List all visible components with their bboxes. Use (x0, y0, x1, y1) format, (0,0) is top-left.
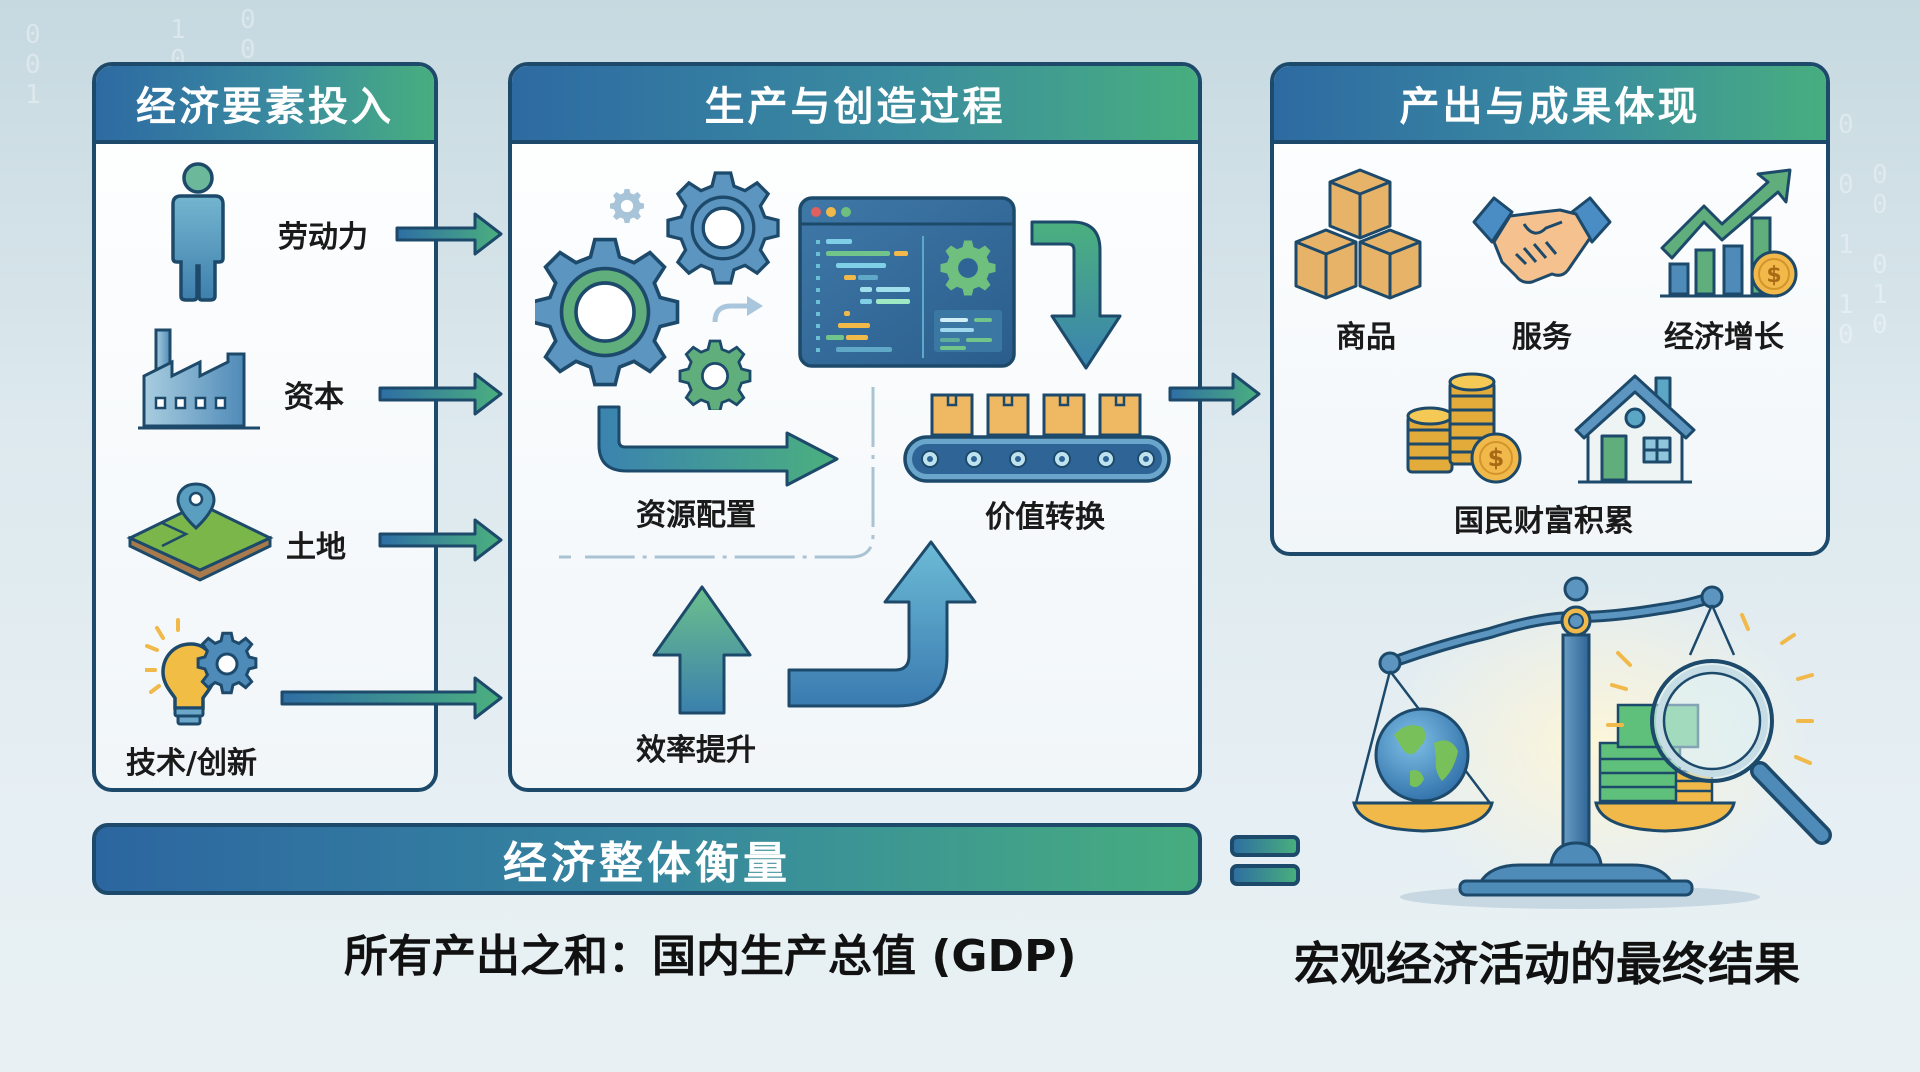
arrow-right-icon (395, 212, 503, 256)
land-map-pin-icon (126, 482, 274, 582)
arrow-right-icon (1168, 372, 1261, 416)
growth-chart-icon: $ (1660, 168, 1798, 298)
equals-sign-top (1230, 835, 1300, 857)
outputs-panel-title: 产出与成果体现 (1274, 66, 1826, 144)
economic-measure-bar: 经济整体衡量 (92, 823, 1202, 895)
boxes-icon (1294, 168, 1422, 300)
input-label-land: 土地 (286, 530, 346, 565)
arrow-right-icon (280, 676, 503, 720)
dashed-divider (559, 387, 875, 559)
input-label-capital: 资本 (284, 380, 344, 415)
input-label-labor: 劳动力 (278, 220, 368, 255)
conveyor-belt-icon (903, 393, 1171, 483)
inputs-panel-title: 经济要素投入 (96, 66, 434, 144)
output-label-economic-growth: 经济增长 (1664, 320, 1784, 355)
economic-measure-title: 经济整体衡量 (503, 838, 791, 889)
coin-stack-icon: $ (1406, 372, 1522, 484)
process-label-efficiency: 效率提升 (636, 733, 756, 768)
turn-down-arrow-icon (1030, 220, 1122, 370)
lightbulb-gear-icon (145, 618, 258, 726)
output-label-services: 服务 (1512, 320, 1572, 355)
person-icon (171, 162, 225, 302)
output-label-national-wealth: 国民财富积累 (1454, 504, 1634, 539)
gears-icon (535, 171, 780, 410)
process-label-value-conversion: 价值转换 (985, 500, 1105, 535)
house-icon (1574, 374, 1696, 484)
outputs-panel: 产出与成果体现 (1270, 62, 1830, 556)
resource-allocation-arrow-icon (597, 405, 839, 487)
arrow-right-icon (378, 372, 503, 416)
balance-scale-icon (1352, 576, 1832, 909)
curved-up-arrow-icon (787, 540, 977, 708)
up-arrow-icon (652, 585, 752, 715)
factory-icon (138, 328, 260, 430)
process-label-resource-allocation: 资源配置 (636, 498, 756, 533)
input-label-technology: 技术/创新 (126, 746, 257, 781)
output-label-goods: 商品 (1336, 320, 1396, 355)
equals-sign-bottom (1230, 864, 1300, 886)
process-panel-title: 生产与创造过程 (512, 66, 1198, 144)
code-window-icon (798, 196, 1016, 368)
arrow-right-icon (378, 518, 503, 562)
gdp-definition-text: 所有产出之和：国内生产总值 (GDP) (344, 931, 1077, 982)
svg-text:$: $ (1488, 444, 1505, 472)
handshake-icon (1472, 196, 1612, 284)
svg-text:$: $ (1766, 263, 1781, 288)
macro-result-text: 宏观经济活动的最终结果 (1294, 937, 1800, 991)
